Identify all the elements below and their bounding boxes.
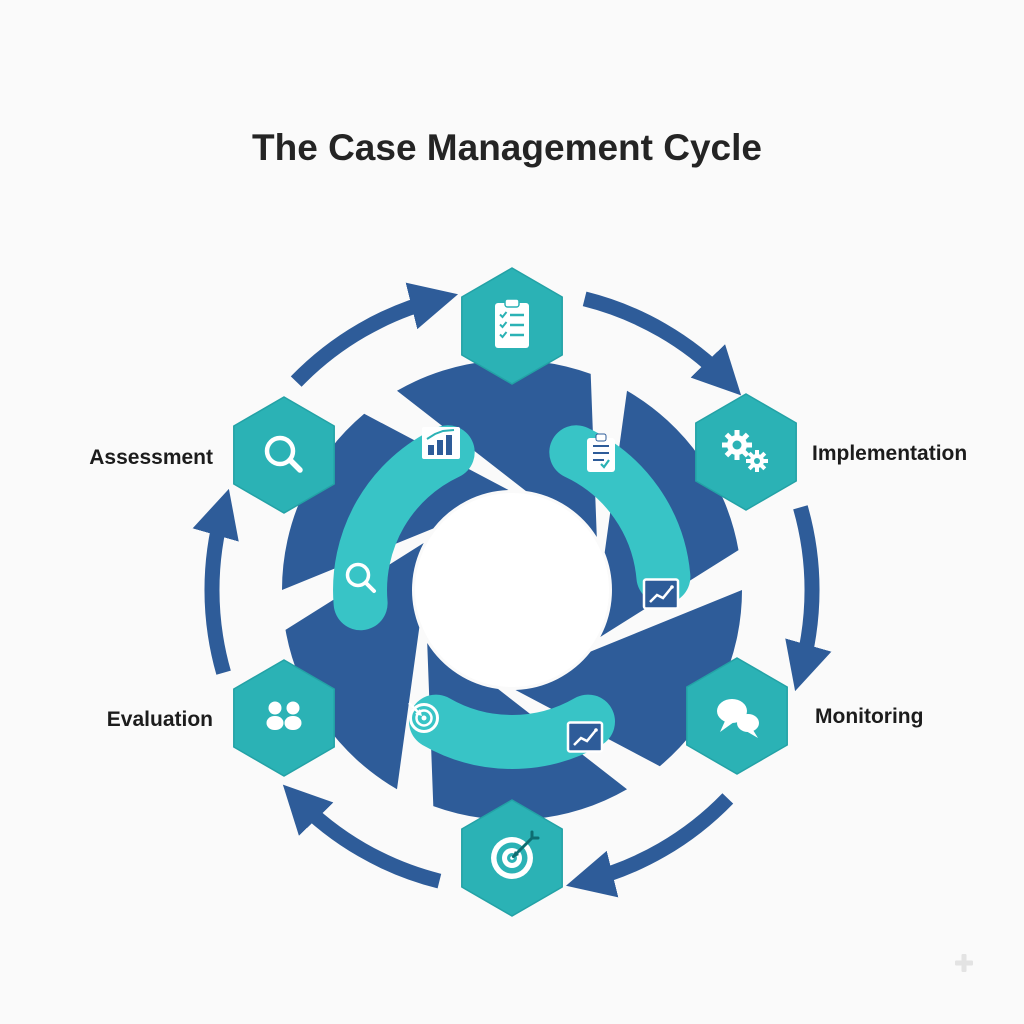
node-stage-bottom	[461, 799, 563, 917]
clipboard-icon	[587, 433, 615, 472]
node-monitoring	[686, 657, 788, 775]
arrow-implementation-to-monitoring	[785, 505, 832, 692]
swirl-pinwheel	[281, 360, 743, 820]
hexagon	[233, 659, 335, 777]
label-monitoring: Monitoring	[815, 705, 923, 728]
stage-nodes	[233, 267, 797, 917]
target-dart-icon	[491, 830, 540, 879]
swirl-center-hub	[415, 493, 609, 687]
arrow-evaluation-to-assessment	[192, 488, 239, 675]
node-implementation	[695, 393, 797, 511]
magnifier-icon	[264, 435, 303, 473]
magnifier-icon	[345, 562, 376, 593]
node-evaluation	[233, 659, 335, 777]
arrow-bottom-to-evaluation	[282, 784, 442, 889]
swirl-teal-swoosh	[333, 425, 475, 631]
chat-bubbles-icon	[717, 699, 759, 738]
swirl-blade	[397, 360, 597, 537]
target-icon	[408, 702, 439, 733]
clipboard-checklist-icon	[495, 298, 529, 348]
line-chart-icon	[566, 721, 604, 753]
hexagon	[233, 396, 335, 514]
inner-icons	[345, 427, 680, 753]
plus-icon	[955, 954, 973, 972]
line-chart-icon	[642, 578, 680, 610]
node-stage-top	[461, 267, 563, 385]
cycle-arrows	[192, 282, 832, 898]
swirl-teal-swoosh	[409, 694, 615, 769]
swirl-blade	[285, 543, 424, 790]
team-icon	[266, 701, 302, 730]
gears-icon	[722, 430, 768, 472]
label-assessment: Assessment	[89, 446, 213, 469]
diagram-title: The Case Management Cycle	[252, 127, 762, 168]
node-assessment	[233, 396, 335, 514]
arrow-assessment-to-top	[290, 282, 459, 387]
label-evaluation: Evaluation	[107, 708, 213, 731]
arrow-top-to-implementation	[582, 291, 742, 396]
arrow-monitoring-to-bottom	[565, 793, 734, 898]
node-labels: Assessment Implementation Monitoring Eva…	[89, 442, 967, 731]
bar-chart-icon	[422, 427, 460, 459]
label-implementation: Implementation	[812, 442, 967, 465]
swirl-blade	[515, 590, 743, 767]
